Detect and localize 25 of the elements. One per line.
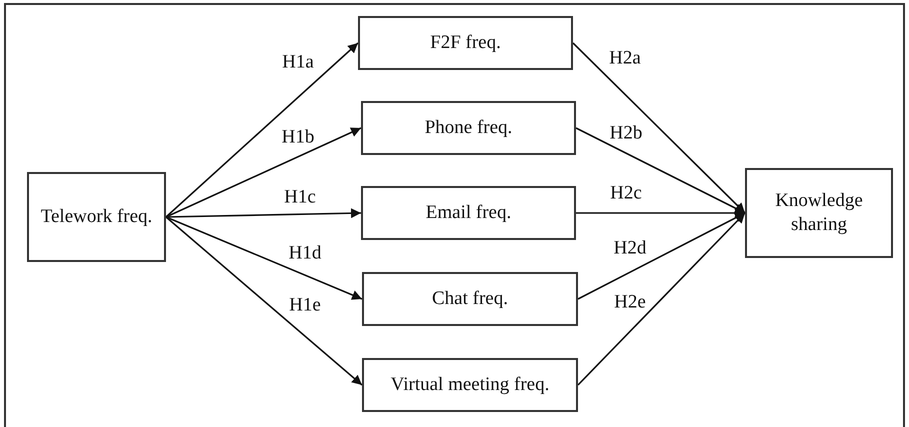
edge-label: H2b <box>610 124 642 142</box>
variable-box: Knowledge sharing <box>745 168 893 258</box>
edge-label: H1b <box>282 128 314 146</box>
variable-box: Virtual meeting freq. <box>362 358 578 412</box>
edge-label: H2e <box>614 292 646 312</box>
edge-label: H1a <box>282 52 314 72</box>
variable-box: F2F freq. <box>358 16 573 70</box>
edge-label: H2d <box>614 238 646 258</box>
arrow <box>166 216 362 300</box>
arrow <box>572 42 746 214</box>
arrow <box>577 212 746 386</box>
variable-box: Email freq. <box>361 186 576 240</box>
arrow <box>165 42 359 218</box>
arrow <box>165 216 363 386</box>
edge-label: H2a <box>609 48 641 68</box>
arrow <box>166 127 362 218</box>
arrow <box>576 208 745 218</box>
variable-box: Telework freq. <box>27 172 166 262</box>
edge-label: H1c <box>284 188 316 206</box>
variable-box: Chat freq. <box>362 272 578 326</box>
edge-label: H2c <box>610 184 642 202</box>
arrow <box>166 208 362 218</box>
edge-label: H1e <box>289 296 321 314</box>
variable-box: Phone freq. <box>361 101 576 155</box>
edge-label: H1d <box>288 244 322 262</box>
